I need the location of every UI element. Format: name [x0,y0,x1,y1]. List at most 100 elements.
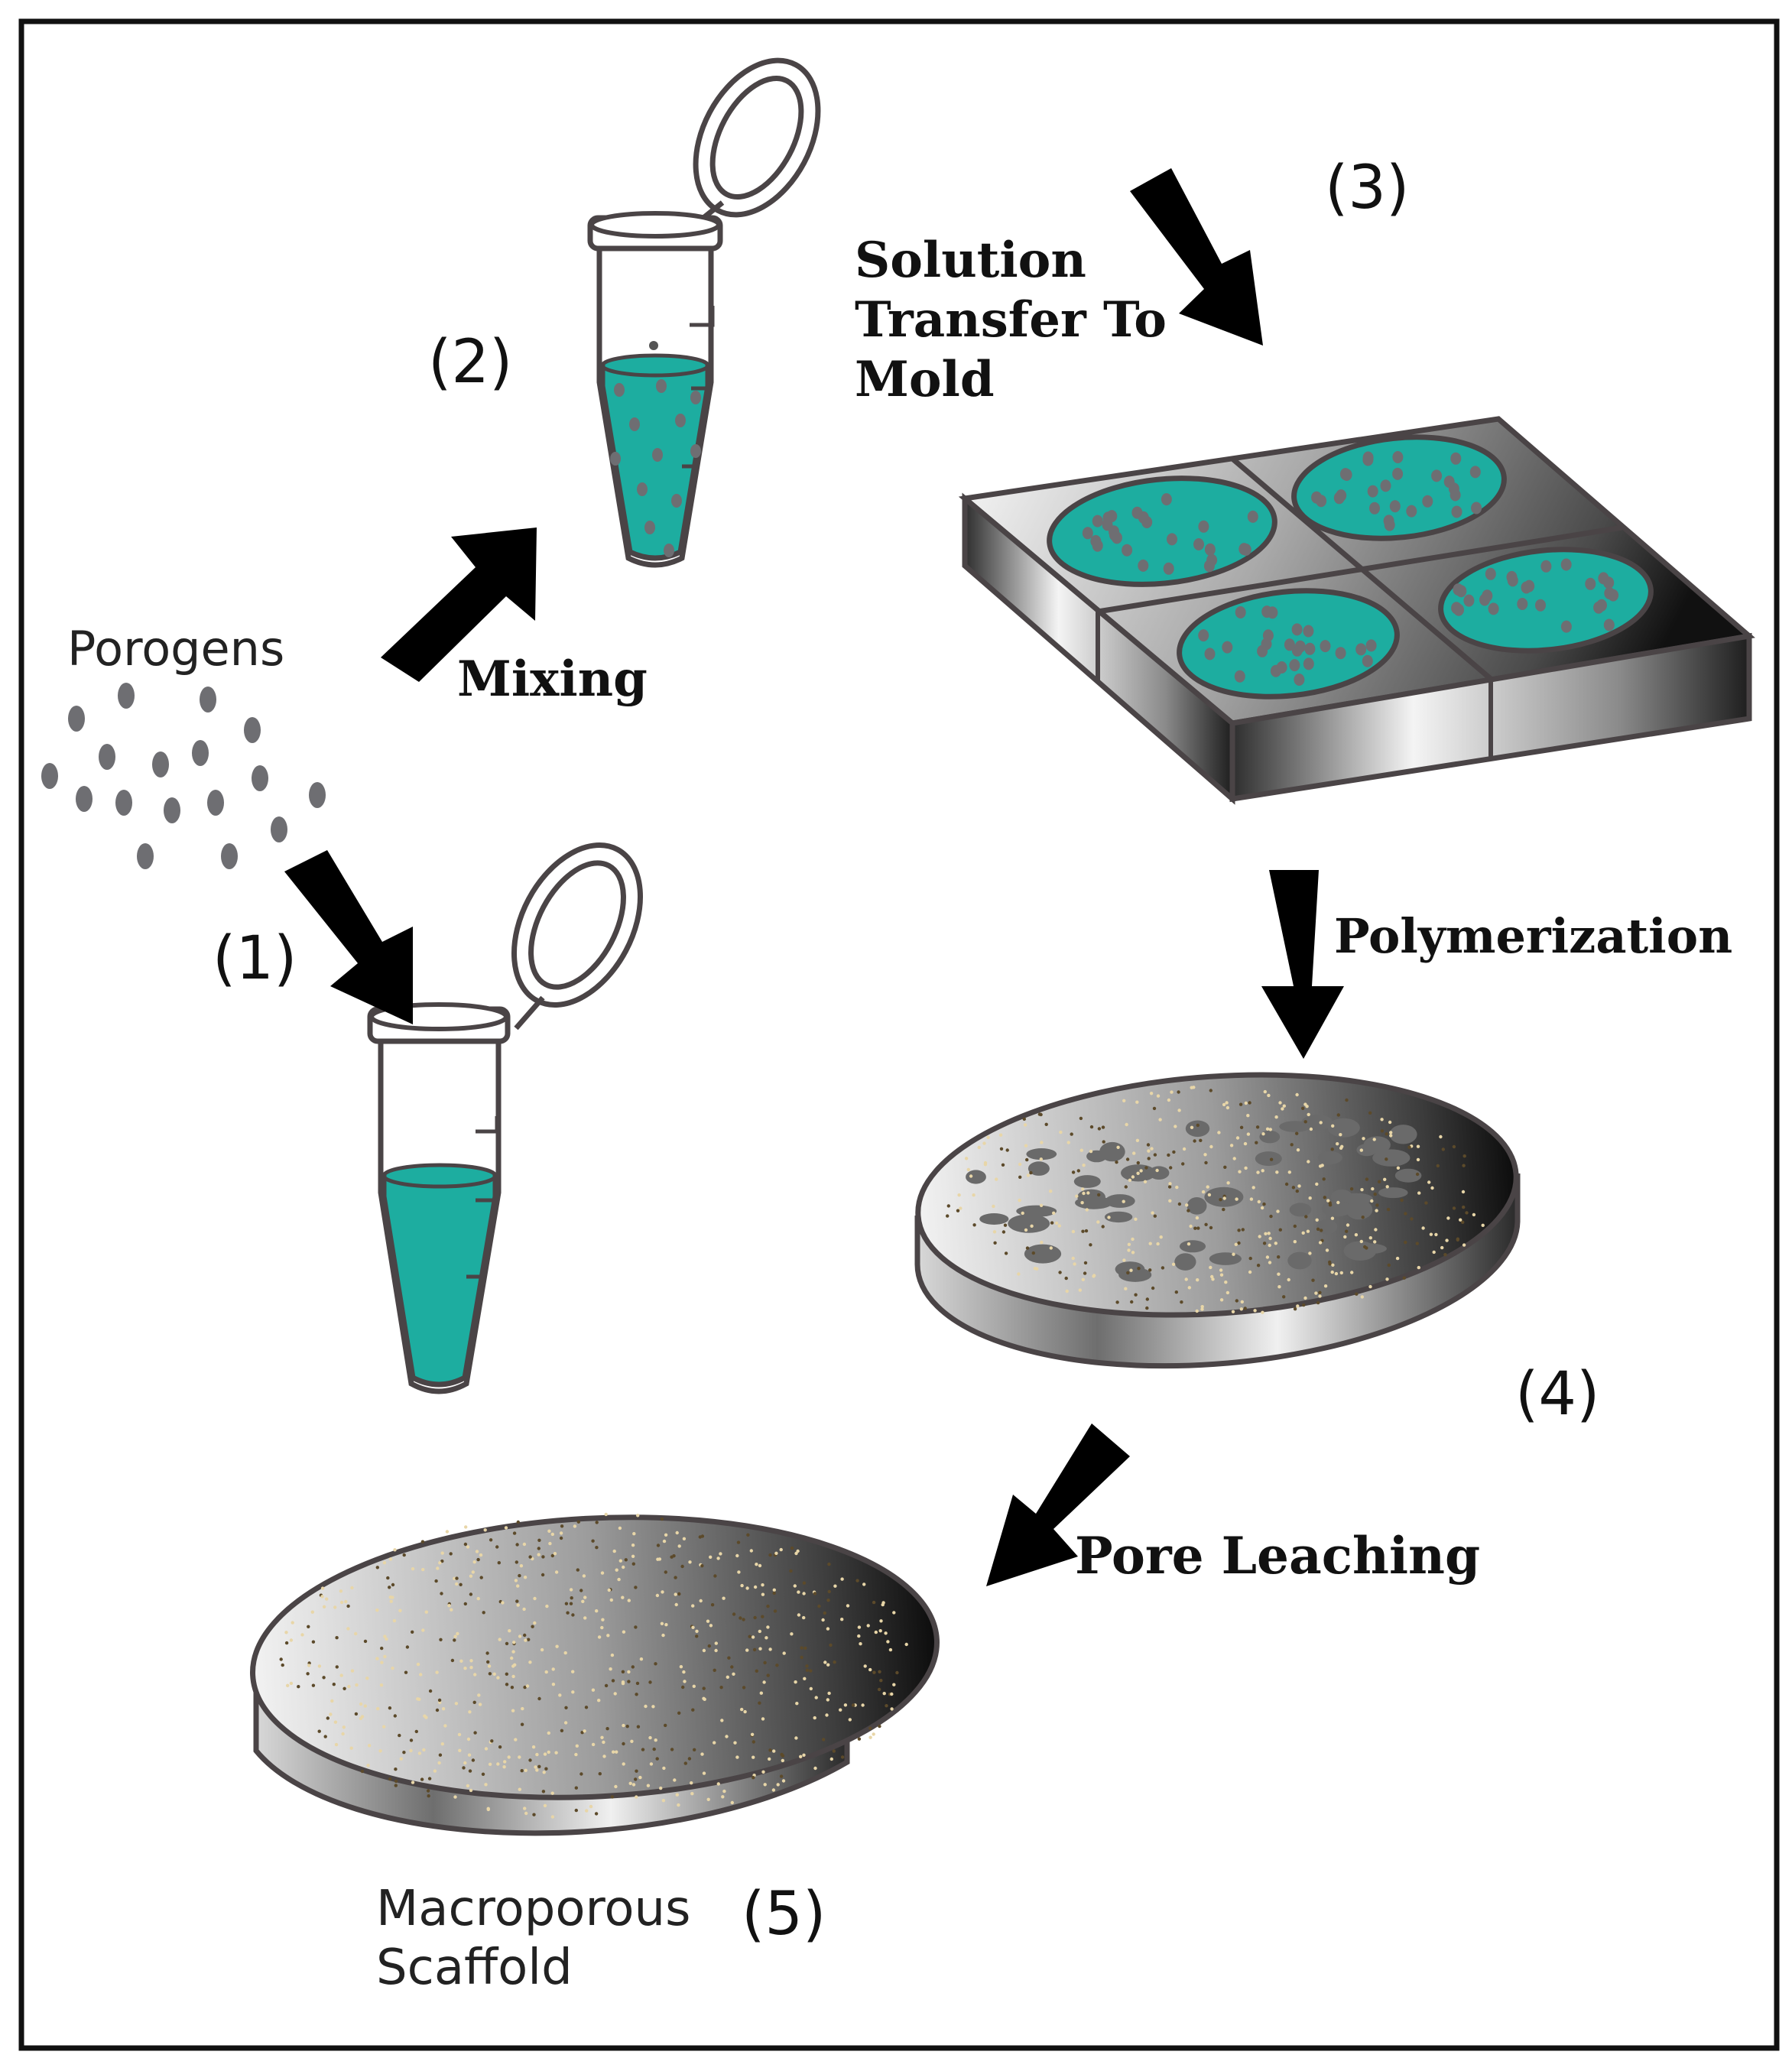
disc4-speck [1116,1145,1120,1150]
disc5-speck [648,1735,652,1740]
disc5-speck [574,1808,578,1813]
disc5-speck [505,1683,509,1686]
disc5-speck [768,1757,771,1761]
disc5-speck [467,1753,472,1757]
disc4-speck [1237,1241,1241,1245]
disc5-speck [485,1651,489,1655]
disc4-speck [1328,1260,1332,1264]
disc4-speck [1031,1251,1036,1255]
disc5-speck [829,1757,834,1761]
mold-particle [1092,515,1103,527]
disc5-speck [456,1631,459,1636]
disc4-speck [1427,1180,1431,1184]
disc5-speck [604,1683,609,1688]
disc5-speck [710,1603,715,1607]
disc4-speck [1182,1147,1187,1151]
disc4-speck [1217,1131,1221,1135]
disc5-speck [761,1770,765,1774]
disc5-speck [745,1648,749,1652]
disc5-speck [570,1596,573,1600]
disc5-speck [349,1746,353,1750]
mold-particle [1161,493,1172,506]
mold-particle [1320,640,1331,653]
disc5-speck [511,1650,515,1654]
disc5-speck [559,1536,563,1540]
disc5-speck [730,1800,734,1805]
polymerized-disc [914,1072,1521,1369]
disc5-speck [541,1555,545,1559]
disc4-speck [1209,1144,1213,1149]
disc5-speck [591,1688,596,1692]
disc4-speck [1278,1228,1283,1232]
disc5-speck [613,1692,617,1696]
disc4-speck [1416,1157,1420,1162]
disc5-speck [872,1732,875,1736]
mold-particle [1560,620,1572,633]
disc4-speck [1293,1224,1297,1229]
disc5-speck [615,1568,618,1572]
disc5-speck [817,1604,821,1608]
mold-particle [1092,539,1103,552]
disc5-speck [281,1663,284,1667]
disc5-speck [735,1755,739,1759]
disc4-speck [982,1141,986,1145]
disc4-pore [1024,1244,1062,1264]
mold-well-plate [958,416,1755,805]
arrow-step1 [284,850,413,1024]
disc5-speck [713,1574,717,1578]
scaffold-label-1: Macroporous [376,1881,690,1937]
tube1-lid-inner [528,860,626,990]
disc4-speck [1206,1185,1209,1189]
disc5-speck [735,1553,739,1558]
disc4-speck [1307,1112,1310,1117]
mold-particle [1198,520,1209,533]
disc4-speck [1226,1181,1230,1185]
disc4-speck [1075,1194,1079,1198]
disc4-speck [1050,1221,1054,1225]
disc4-speck [1371,1186,1375,1191]
mold-particle [1289,659,1300,672]
disc4-speck [1187,1242,1191,1246]
tube2-particle [671,494,682,508]
disc5-speck [752,1776,755,1780]
disc4-speck [1065,1289,1069,1294]
disc5-speck [635,1769,638,1773]
porogen-particle [252,765,268,791]
disc5-speck [625,1725,629,1729]
disc4-speck [1101,1125,1105,1129]
disc4-speck [1219,1273,1224,1277]
mold-particle [1335,647,1346,660]
disc4-speck [1436,1164,1440,1168]
disc5-speck [881,1602,885,1607]
disc4-speck [1124,1287,1128,1290]
disc5-speck [719,1552,722,1556]
disc5-speck [805,1668,810,1672]
disc4-speck [1315,1218,1319,1222]
disc5-speck [501,1601,505,1605]
mold-particle [1267,606,1278,619]
disc4-speck [1244,1166,1248,1170]
disc5-speck [829,1643,833,1647]
disc4-pore [1389,1125,1417,1144]
disc5-speck [473,1731,477,1735]
disc5-speck [518,1755,521,1759]
disc5-speck [466,1545,470,1549]
disc4-speck [1389,1134,1393,1138]
disc4-speck [1145,1306,1149,1310]
disc4-speck [1159,1235,1163,1239]
disc5-speck [393,1548,397,1552]
disc5-speck [725,1735,729,1738]
disc5-speck [455,1576,459,1580]
disc5-speck [417,1697,421,1701]
disc5-speck [523,1806,527,1810]
disc4-speck [1199,1138,1203,1143]
disc5-speck [496,1762,500,1766]
disc5-speck [814,1696,818,1699]
disc5-speck [797,1613,801,1617]
disc4-speck [1222,1102,1226,1107]
mold-particle [1560,558,1572,571]
disc4-speck [1456,1237,1460,1241]
disc4-speck [1097,1193,1101,1197]
mold-porogens [1082,451,1619,686]
disc5-speck [289,1638,294,1642]
